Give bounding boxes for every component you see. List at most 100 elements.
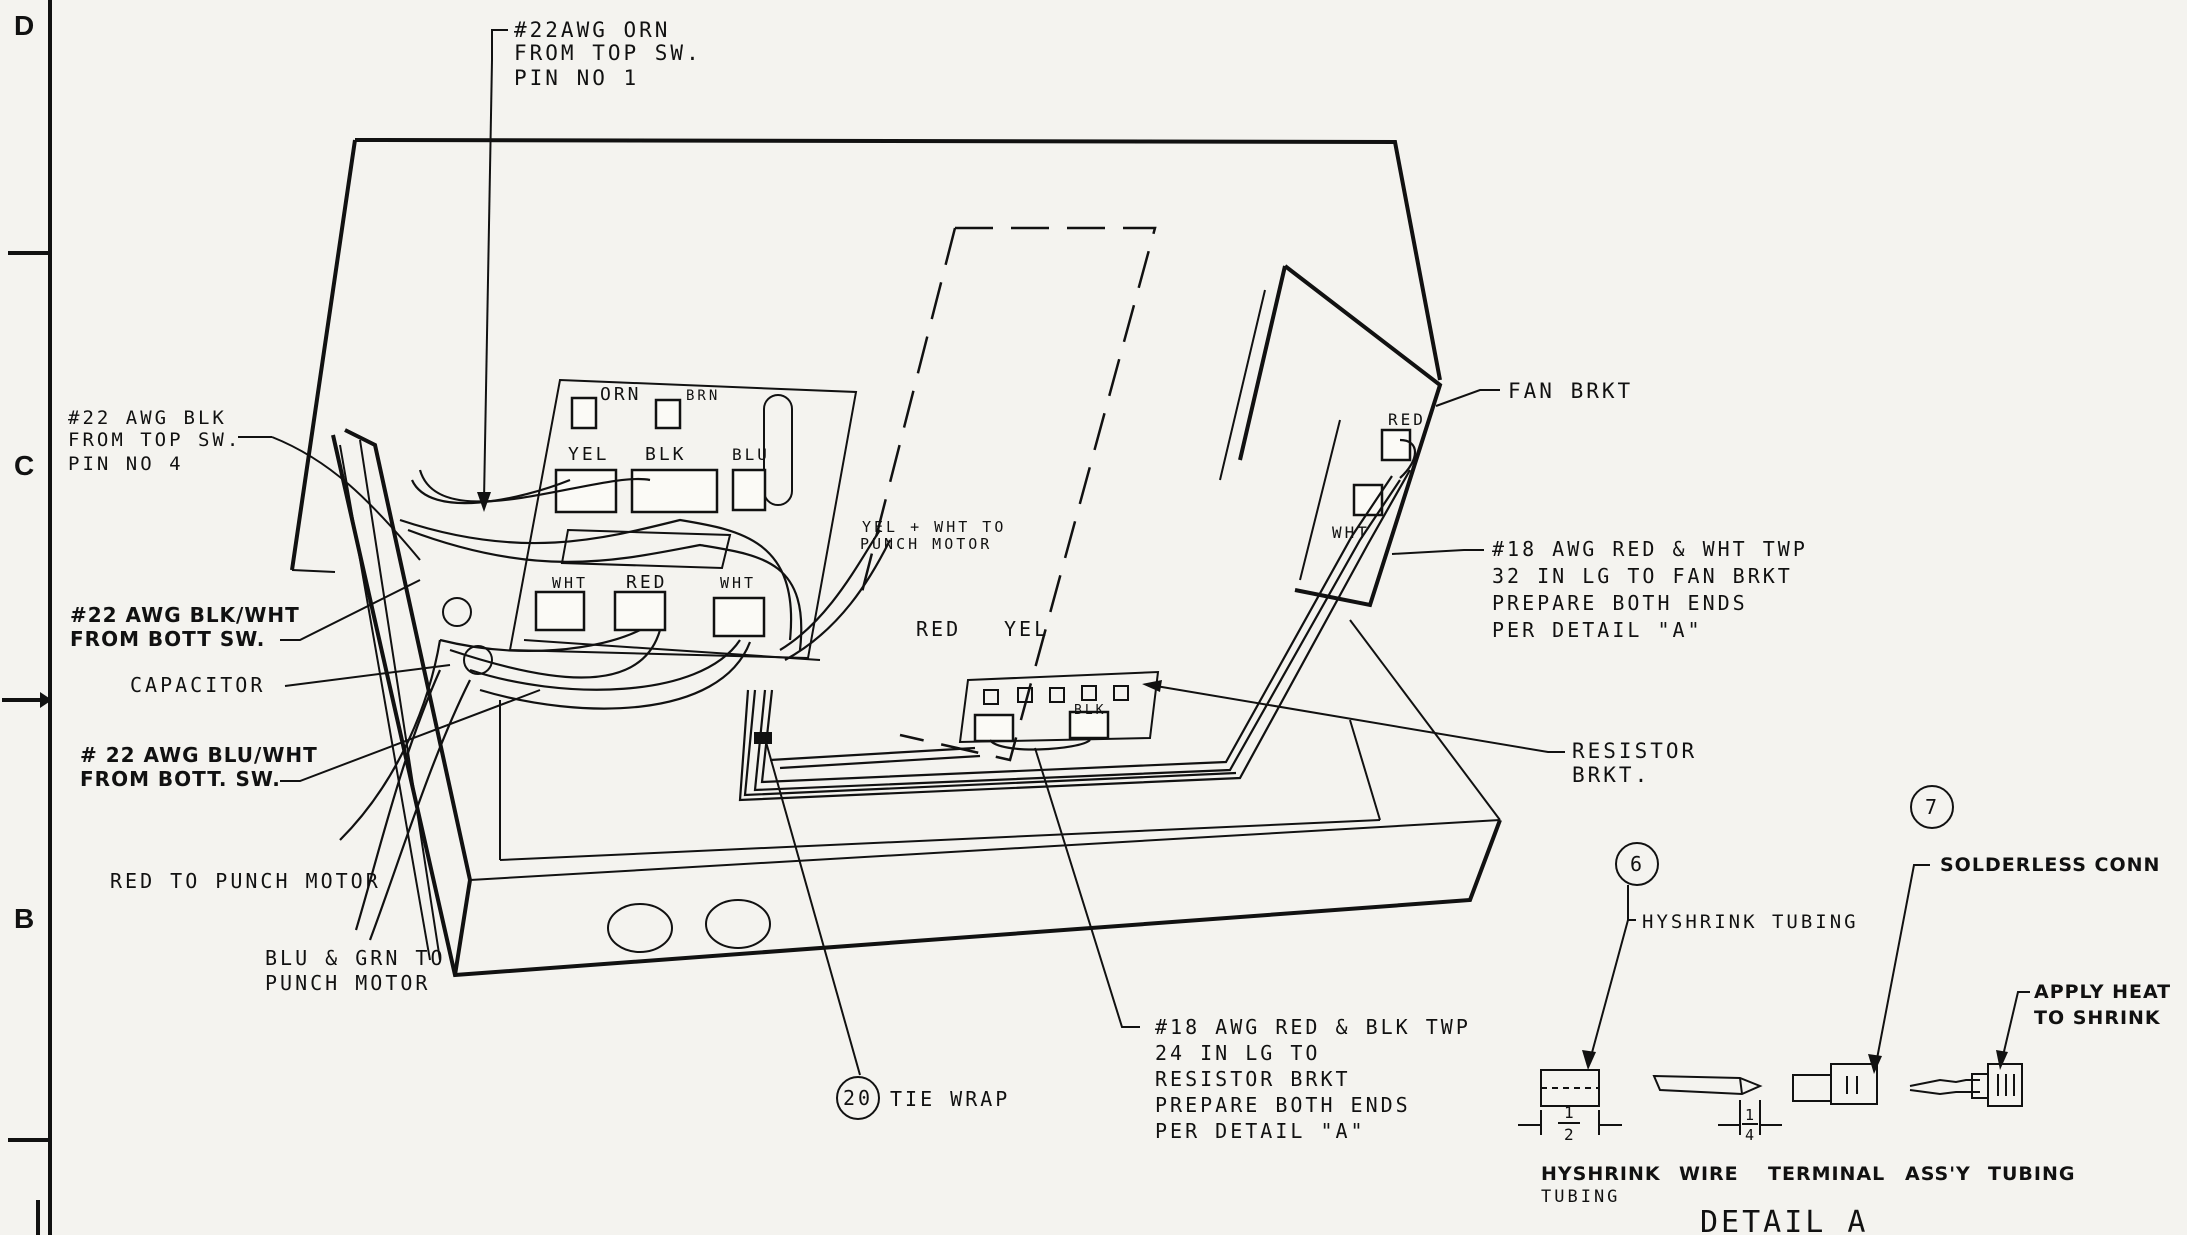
wire-piece	[1652, 1074, 1763, 1096]
red-mid-connector	[613, 590, 667, 632]
yel-connector	[554, 468, 618, 514]
orn-label: ORN	[600, 384, 642, 405]
wiring-harness	[339, 438, 1416, 941]
blk-label: BLK	[645, 444, 687, 465]
svg-text:#18 AWG RED & BLK TWP: #18 AWG RED & BLK TWP	[1155, 1015, 1471, 1039]
callout-orn-wire: #22AWG ORN FROM TOP SW. PIN NO 1	[477, 18, 702, 512]
svg-text:APPLY HEAT: APPLY HEAT	[2034, 981, 2171, 1003]
svg-text:RESISTOR BRKT: RESISTOR BRKT	[1155, 1067, 1351, 1091]
svg-text:24 IN LG TO: 24 IN LG TO	[1155, 1041, 1320, 1065]
callout-red-punch: RED TO PUNCH MOTOR	[110, 869, 381, 893]
svg-text:PUNCH MOTOR: PUNCH MOTOR	[265, 971, 430, 995]
svg-text:YEL + WHT TO: YEL + WHT TO	[862, 518, 1006, 536]
svg-text:# 22 AWG BLU/WHT: # 22 AWG BLU/WHT	[80, 743, 318, 767]
svg-text:FROM TOP SW.: FROM TOP SW.	[514, 41, 702, 65]
svg-text:SOLDERLESS CONN: SOLDERLESS CONN	[1940, 854, 2160, 876]
svg-text:20: 20	[843, 1086, 873, 1110]
svg-text:2: 2	[1564, 1125, 1577, 1144]
svg-text:7: 7	[1925, 795, 1940, 819]
svg-text:BLU & GRN TO: BLU & GRN TO	[265, 946, 446, 970]
connectors	[442, 396, 1412, 744]
fan-red-connector	[1380, 428, 1412, 462]
blk-connector	[630, 468, 719, 514]
brn-connector	[654, 398, 682, 430]
svg-text:TERMINAL: TERMINAL	[1768, 1163, 1885, 1185]
svg-text:FROM TOP SW.: FROM TOP SW.	[68, 429, 241, 451]
callout-red-wht-twp: #18 AWG RED & WHT TWP 32 IN LG TO FAN BR…	[1391, 537, 1808, 642]
wht-left-connector	[534, 590, 586, 632]
svg-text:FROM BOTT SW.: FROM BOTT SW.	[70, 627, 265, 651]
svg-text:PER DETAIL "A": PER DETAIL "A"	[1155, 1119, 1366, 1143]
connector-label-group: ORN BRN YEL BLK BLU WHT RED WHT RED YEL …	[552, 384, 1426, 718]
svg-text:#22 AWG BLK/WHT: #22 AWG BLK/WHT	[70, 603, 300, 627]
chassis-assembly	[290, 138, 1502, 978]
terminal-shank	[1792, 1074, 1832, 1102]
balloon-7	[1910, 785, 1954, 829]
resistor-yel-label: YEL	[1004, 617, 1049, 641]
callout-blu-wht-wire: # 22 AWG BLU/WHT FROM BOTT. SW.	[80, 689, 541, 791]
callout-blu-grn-punch: BLU & GRN TO PUNCH MOTOR	[265, 946, 446, 995]
yel-label: YEL	[568, 444, 610, 465]
svg-text:#18 AWG RED & WHT TWP: #18 AWG RED & WHT TWP	[1492, 537, 1808, 561]
tubing-assembly	[1987, 1063, 2023, 1107]
balloon-6	[1615, 842, 1659, 886]
resistor-red-connector	[973, 713, 1015, 743]
balloon-20	[836, 1076, 880, 1120]
wht-left-label: WHT	[552, 574, 588, 592]
svg-text:PER DETAIL "A": PER DETAIL "A"	[1492, 618, 1703, 642]
fan-wht-connector	[1352, 483, 1384, 517]
svg-text:RED TO PUNCH MOTOR: RED TO PUNCH MOTOR	[110, 869, 381, 893]
svg-text:PREPARE BOTH ENDS: PREPARE BOTH ENDS	[1155, 1093, 1411, 1117]
detail-a: 6 HYSHRINK TUBING 7 SOLDERLESS CONN APPL…	[1518, 785, 2171, 1235]
callout-blk-wht-wire: #22 AWG BLK/WHT FROM BOTT SW.	[70, 579, 421, 651]
blu-label: BLU	[732, 445, 770, 464]
orn-connector	[570, 396, 598, 430]
svg-text:HYSHRINK TUBING: HYSHRINK TUBING	[1642, 911, 1859, 933]
svg-text:TO SHRINK: TO SHRINK	[2034, 1007, 2161, 1029]
wht-right-connector	[712, 596, 766, 638]
fan-red-label: RED	[1388, 410, 1426, 429]
resistor-blk-label: BLK	[1074, 703, 1106, 718]
fan-wht-label: WHT	[1332, 523, 1370, 542]
callout-red-blk-twp: #18 AWG RED & BLK TWP 24 IN LG TO RESIST…	[1034, 747, 1471, 1143]
svg-text:TIE WRAP: TIE WRAP	[890, 1087, 1010, 1111]
zone-b-label: B	[14, 903, 34, 934]
svg-text:HYSHRINK: HYSHRINK	[1541, 1163, 1661, 1185]
wht-right-label: WHT	[720, 574, 756, 592]
callout-resistor-brkt: RESISTOR BRKT.	[1142, 680, 1697, 787]
svg-text:PIN NO 4: PIN NO 4	[68, 453, 184, 475]
zone-c-label: C	[14, 450, 34, 481]
svg-text:RESISTOR: RESISTOR	[1572, 739, 1697, 763]
svg-text:CAPACITOR: CAPACITOR	[130, 673, 265, 697]
tie-wrap-mark	[754, 732, 772, 744]
svg-text:6: 6	[1630, 852, 1645, 876]
svg-text:FAN BRKT: FAN BRKT	[1508, 379, 1633, 403]
callout-tie-wrap: 20 TIE WRAP	[765, 741, 1010, 1120]
brn-label: BRN	[686, 388, 720, 404]
svg-text:1: 1	[1745, 1106, 1757, 1124]
resistor-blk-connector	[1068, 710, 1110, 740]
callout-yel-wht-punch: YEL + WHT TO PUNCH MOTOR	[860, 518, 1006, 553]
terminal-assembly	[1830, 1063, 1878, 1105]
svg-text:FROM BOTT. SW.: FROM BOTT. SW.	[80, 767, 281, 791]
zone-d-label: D	[14, 10, 34, 41]
svg-text:TUBING: TUBING	[1541, 1187, 1620, 1207]
svg-text:BRKT.: BRKT.	[1572, 763, 1650, 787]
red-mid-label: RED	[626, 572, 668, 593]
callout-fan-brkt: FAN BRKT	[1435, 379, 1633, 407]
svg-text:#22 AWG BLK: #22 AWG BLK	[68, 407, 227, 429]
svg-text:ASS'Y: ASS'Y	[1905, 1163, 1971, 1185]
svg-text:4: 4	[1745, 1126, 1757, 1144]
svg-text:TUBING: TUBING	[1988, 1163, 2075, 1185]
svg-text:32 IN LG TO FAN BRKT: 32 IN LG TO FAN BRKT	[1492, 564, 1793, 588]
blu-connector	[731, 468, 767, 512]
svg-text:#22AWG ORN: #22AWG ORN	[514, 18, 670, 42]
resistor-red-label: RED	[916, 617, 961, 641]
svg-text:PUNCH MOTOR: PUNCH MOTOR	[860, 535, 992, 553]
drawing-border: D C B	[2, 0, 52, 1235]
detail-a-title: DETAIL A	[1700, 1205, 1869, 1235]
callout-blk-wire: #22 AWG BLK FROM TOP SW. PIN NO 4	[68, 407, 421, 561]
svg-text:PREPARE BOTH ENDS: PREPARE BOTH ENDS	[1492, 591, 1748, 615]
svg-text:PIN NO 1: PIN NO 1	[514, 66, 639, 90]
